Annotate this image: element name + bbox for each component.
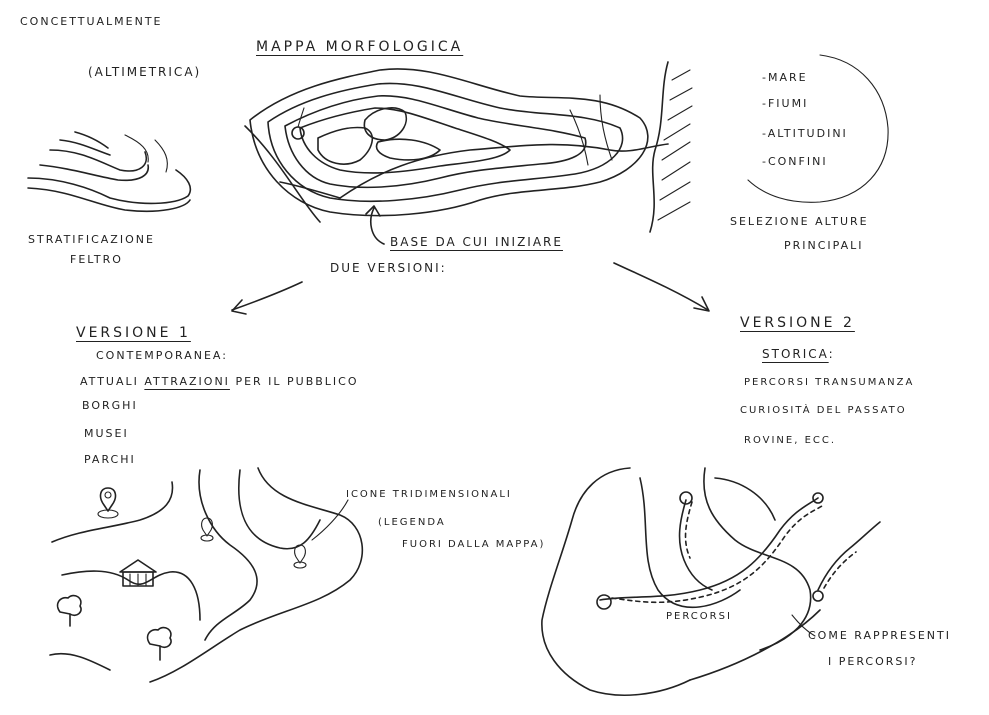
- version2-title: VERSIONE 2: [740, 316, 855, 330]
- question-line2: I PERCORSI?: [828, 656, 917, 667]
- two-versions-label: DUE VERSIONI:: [330, 262, 447, 274]
- base-note: BASE DA CUI INIZIARE: [390, 236, 563, 248]
- version1-line1-a: ATTUALI: [80, 375, 139, 388]
- map-title: MAPPA MORFOLOGICA: [256, 40, 463, 54]
- legend-note-line2: FUORI DALLA MAPPA): [402, 540, 545, 550]
- version2-subtitle-row: STORICA:: [762, 348, 835, 360]
- altimetry-label: (ALTIMETRICA): [88, 66, 201, 78]
- selection-line1: SELEZIONE ALTURE: [730, 216, 869, 227]
- question-line1: COME RAPPRESENTI: [808, 630, 951, 641]
- legend-note-line1: (LEGENDA: [378, 518, 446, 528]
- paths-label: PERCORSI: [666, 612, 732, 622]
- concept-label: CONCETTUALMENTE: [20, 16, 163, 27]
- felt-layers-sketch: [28, 132, 190, 211]
- version1-line1-c: PER IL PUBBLICO: [235, 375, 358, 388]
- legend-item-rivers: -FIUMI: [762, 98, 808, 109]
- arrow-to-version2: [614, 263, 709, 311]
- version1-title: VERSIONE 1: [76, 326, 191, 340]
- felt-stratification-label: STRATIFICAZIONE: [28, 234, 155, 245]
- version1-map-sketch: [50, 468, 362, 682]
- version1-subtitle: CONTEMPORANEA:: [96, 350, 228, 361]
- version2-subtitle: STORICA: [762, 347, 829, 361]
- version1-item-museums: MUSEI: [84, 428, 129, 439]
- legend-item-sea: -MARE: [762, 72, 808, 83]
- legend-item-altitudes: -ALTITUDINI: [762, 128, 848, 139]
- felt-label: FELTRO: [70, 254, 123, 265]
- version2-item-curiosities: CURIOSITÀ DEL PASSATO: [740, 406, 907, 416]
- selection-line2: PRINCIPALI: [784, 240, 864, 251]
- version1-line1: ATTUALI ATTRAZIONI PER IL PUBBLICO: [80, 376, 359, 387]
- legend-item-borders: -CONFINI: [762, 156, 828, 167]
- version2-item-transhumance: PERCORSI TRANSUMANZA: [744, 378, 914, 388]
- morphological-map-sketch: [245, 62, 692, 244]
- version1-item-villages: BORGHI: [82, 400, 138, 411]
- version1-line1-b: ATTRAZIONI: [144, 375, 230, 388]
- icons-note: ICONE TRIDIMENSIONALI: [346, 490, 512, 500]
- version1-item-parks: PARCHI: [84, 454, 136, 465]
- arrow-to-version1: [232, 282, 302, 314]
- version2-subtitle-colon: :: [829, 347, 835, 361]
- version2-item-ruins: ROVINE, ECC.: [744, 436, 836, 446]
